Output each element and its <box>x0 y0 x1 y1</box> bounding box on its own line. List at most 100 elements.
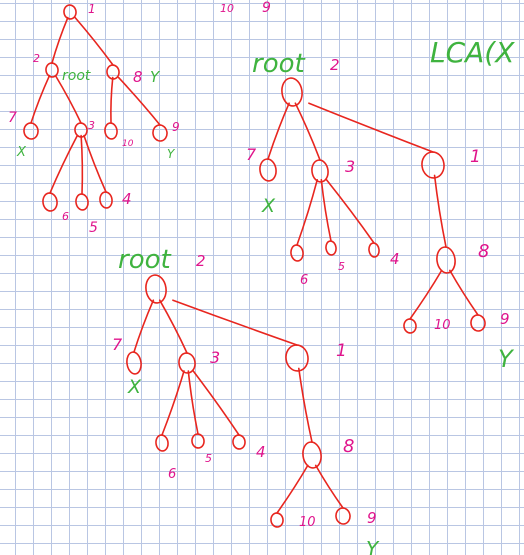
tree-3-edge-2-to-7 <box>133 299 155 353</box>
tree-3-node-4 <box>232 434 246 450</box>
tree-1-node-6 <box>42 192 58 212</box>
tree-2-node-7 <box>259 158 277 182</box>
tree-3-node-label-3: 3 <box>210 348 220 367</box>
heading-lca: LCA(X <box>430 36 515 69</box>
tree-2-edge-3-to-6 <box>296 179 319 246</box>
tree-2-node-label-5: 5 <box>338 260 345 273</box>
tree-1-node-3 <box>74 122 88 138</box>
tree-3-node-label-7: 7 <box>112 335 123 354</box>
tree-1-node-label-3: 3 <box>88 119 95 132</box>
tree-3-note-x-on-7: X <box>127 376 142 398</box>
tree-3-node-9 <box>335 507 351 525</box>
tree-2-node-label-4: 4 <box>390 250 400 268</box>
tree-1-edge-1-to-2 <box>51 16 69 64</box>
tree-1-node-label-1: 1 <box>88 2 96 16</box>
tree-1-note-y-on-8: Y <box>150 68 161 86</box>
tree-3-edge-1-to-8 <box>298 367 313 443</box>
tree-3-node-3 <box>178 352 196 374</box>
tree-1-edge-3-to-6 <box>49 134 79 194</box>
tree-2-node-label-1: 1 <box>470 147 481 167</box>
tree-2-node-label-7: 7 <box>246 145 257 164</box>
tree-1-edge-8-to-9 <box>117 76 161 126</box>
tree-1-node-label-10: 10 <box>122 139 134 149</box>
tree-2-edge-3-to-5 <box>320 179 332 242</box>
tree-nodes <box>23 4 486 528</box>
tree-3-root-tag: root <box>118 245 172 275</box>
tree-2-edge-2-to-3 <box>294 102 321 161</box>
tree-2-node-6 <box>290 244 304 262</box>
tree-3-edge-2-to-3 <box>158 299 188 354</box>
tree-3-node-2 <box>145 274 167 304</box>
tree-3-node-label-9: 9 <box>367 509 377 527</box>
tree-1-edge-8-to-10 <box>110 76 114 124</box>
tree-2-node-10 <box>403 318 417 334</box>
tree-1-node-4 <box>99 191 113 209</box>
tree-2-node-5 <box>325 240 337 256</box>
tree-1-node-8 <box>106 64 120 80</box>
tree-1-edge-3-to-5 <box>80 134 84 195</box>
tree-3-edge-3-to-4 <box>192 370 240 436</box>
tree-2-edge-3-to-4 <box>325 179 375 244</box>
top-label-10: 10 <box>220 2 234 15</box>
tree-1-edge-2-to-3 <box>54 74 82 124</box>
tree-2-node-8 <box>436 246 456 274</box>
tree-1-node-label-8: 8 <box>133 68 143 86</box>
tree-3-node-label-6: 6 <box>168 467 176 482</box>
tree-2-node-4 <box>368 242 380 258</box>
tree-2-edge-8-to-10 <box>409 269 443 320</box>
tree-3-node-8 <box>302 441 322 469</box>
tree-1-node-2 <box>45 62 59 78</box>
tree-1-edge-2-to-7 <box>30 74 51 124</box>
tree-3-edge-3-to-6 <box>161 370 185 436</box>
tree-2-node-label-2: 2 <box>330 56 340 74</box>
tree-3-node-6 <box>155 434 169 452</box>
tree-2-node-3 <box>311 159 329 183</box>
tree-2-node-label-10: 10 <box>434 318 451 333</box>
tree-1-node-7 <box>23 122 39 140</box>
tree-2-edge-8-to-9 <box>449 269 479 316</box>
tree-1-note-y-on-9: Y <box>167 147 176 161</box>
tree-1-edge-3-to-4 <box>83 134 107 193</box>
tree-1-node-label-4: 4 <box>122 190 132 208</box>
tree-1-edge-1-to-8 <box>74 16 114 66</box>
tree-1-note-x-on-7: X <box>16 145 27 160</box>
tree-2-edge-2-to-1 <box>308 102 434 153</box>
tree-2-node-label-9: 9 <box>500 310 510 328</box>
tree-3-edge-8-to-9 <box>314 464 344 509</box>
tree-2-node-label-8: 8 <box>478 241 489 262</box>
tree-2-root-tag: root <box>252 49 306 79</box>
tree-2-node-label-6: 6 <box>300 273 308 288</box>
tree-1-node-label-5: 5 <box>89 220 98 236</box>
tree-3-edge-8-to-10 <box>276 464 309 514</box>
tree-3-note-y-on-9: Y <box>366 537 380 555</box>
tree-3-node-1 <box>285 344 309 372</box>
tree-1-root-tag: root <box>62 68 91 84</box>
tree-3-node-5 <box>191 433 205 449</box>
tree-2-note-x-on-7: X <box>261 195 276 217</box>
tree-3-node-label-2: 2 <box>196 252 206 270</box>
tree-2-edge-2-to-7 <box>267 102 290 160</box>
tree-3-node-label-1: 1 <box>336 341 347 361</box>
tree-1-node-5 <box>75 193 89 211</box>
tree-3-node-label-4: 4 <box>256 443 266 461</box>
tree-1-node-label-2: 2 <box>33 52 40 65</box>
tree-3-node-7 <box>126 351 142 375</box>
tree-3-node-label-5: 5 <box>205 452 212 465</box>
tree-3-edge-2-to-1 <box>172 299 298 346</box>
tree-3-node-label-10: 10 <box>299 515 316 530</box>
tree-edges <box>30 16 479 514</box>
tree-1-node-label-7: 7 <box>8 110 17 126</box>
tree-1-node-label-9: 9 <box>172 120 180 134</box>
tree-1-node-10 <box>104 122 118 140</box>
tree-3-node-10 <box>270 512 284 528</box>
tree-2-edge-1-to-8 <box>433 174 447 248</box>
tree-2-note-y-on-9: Y <box>498 345 515 373</box>
tree-2-node-2 <box>281 77 303 107</box>
tree-1-node-1 <box>63 4 77 20</box>
tree-2-node-label-3: 3 <box>345 157 355 176</box>
tree-1-node-9 <box>152 124 168 142</box>
tree-1-node-label-6: 6 <box>62 210 69 223</box>
top-label-9: 9 <box>262 0 271 16</box>
